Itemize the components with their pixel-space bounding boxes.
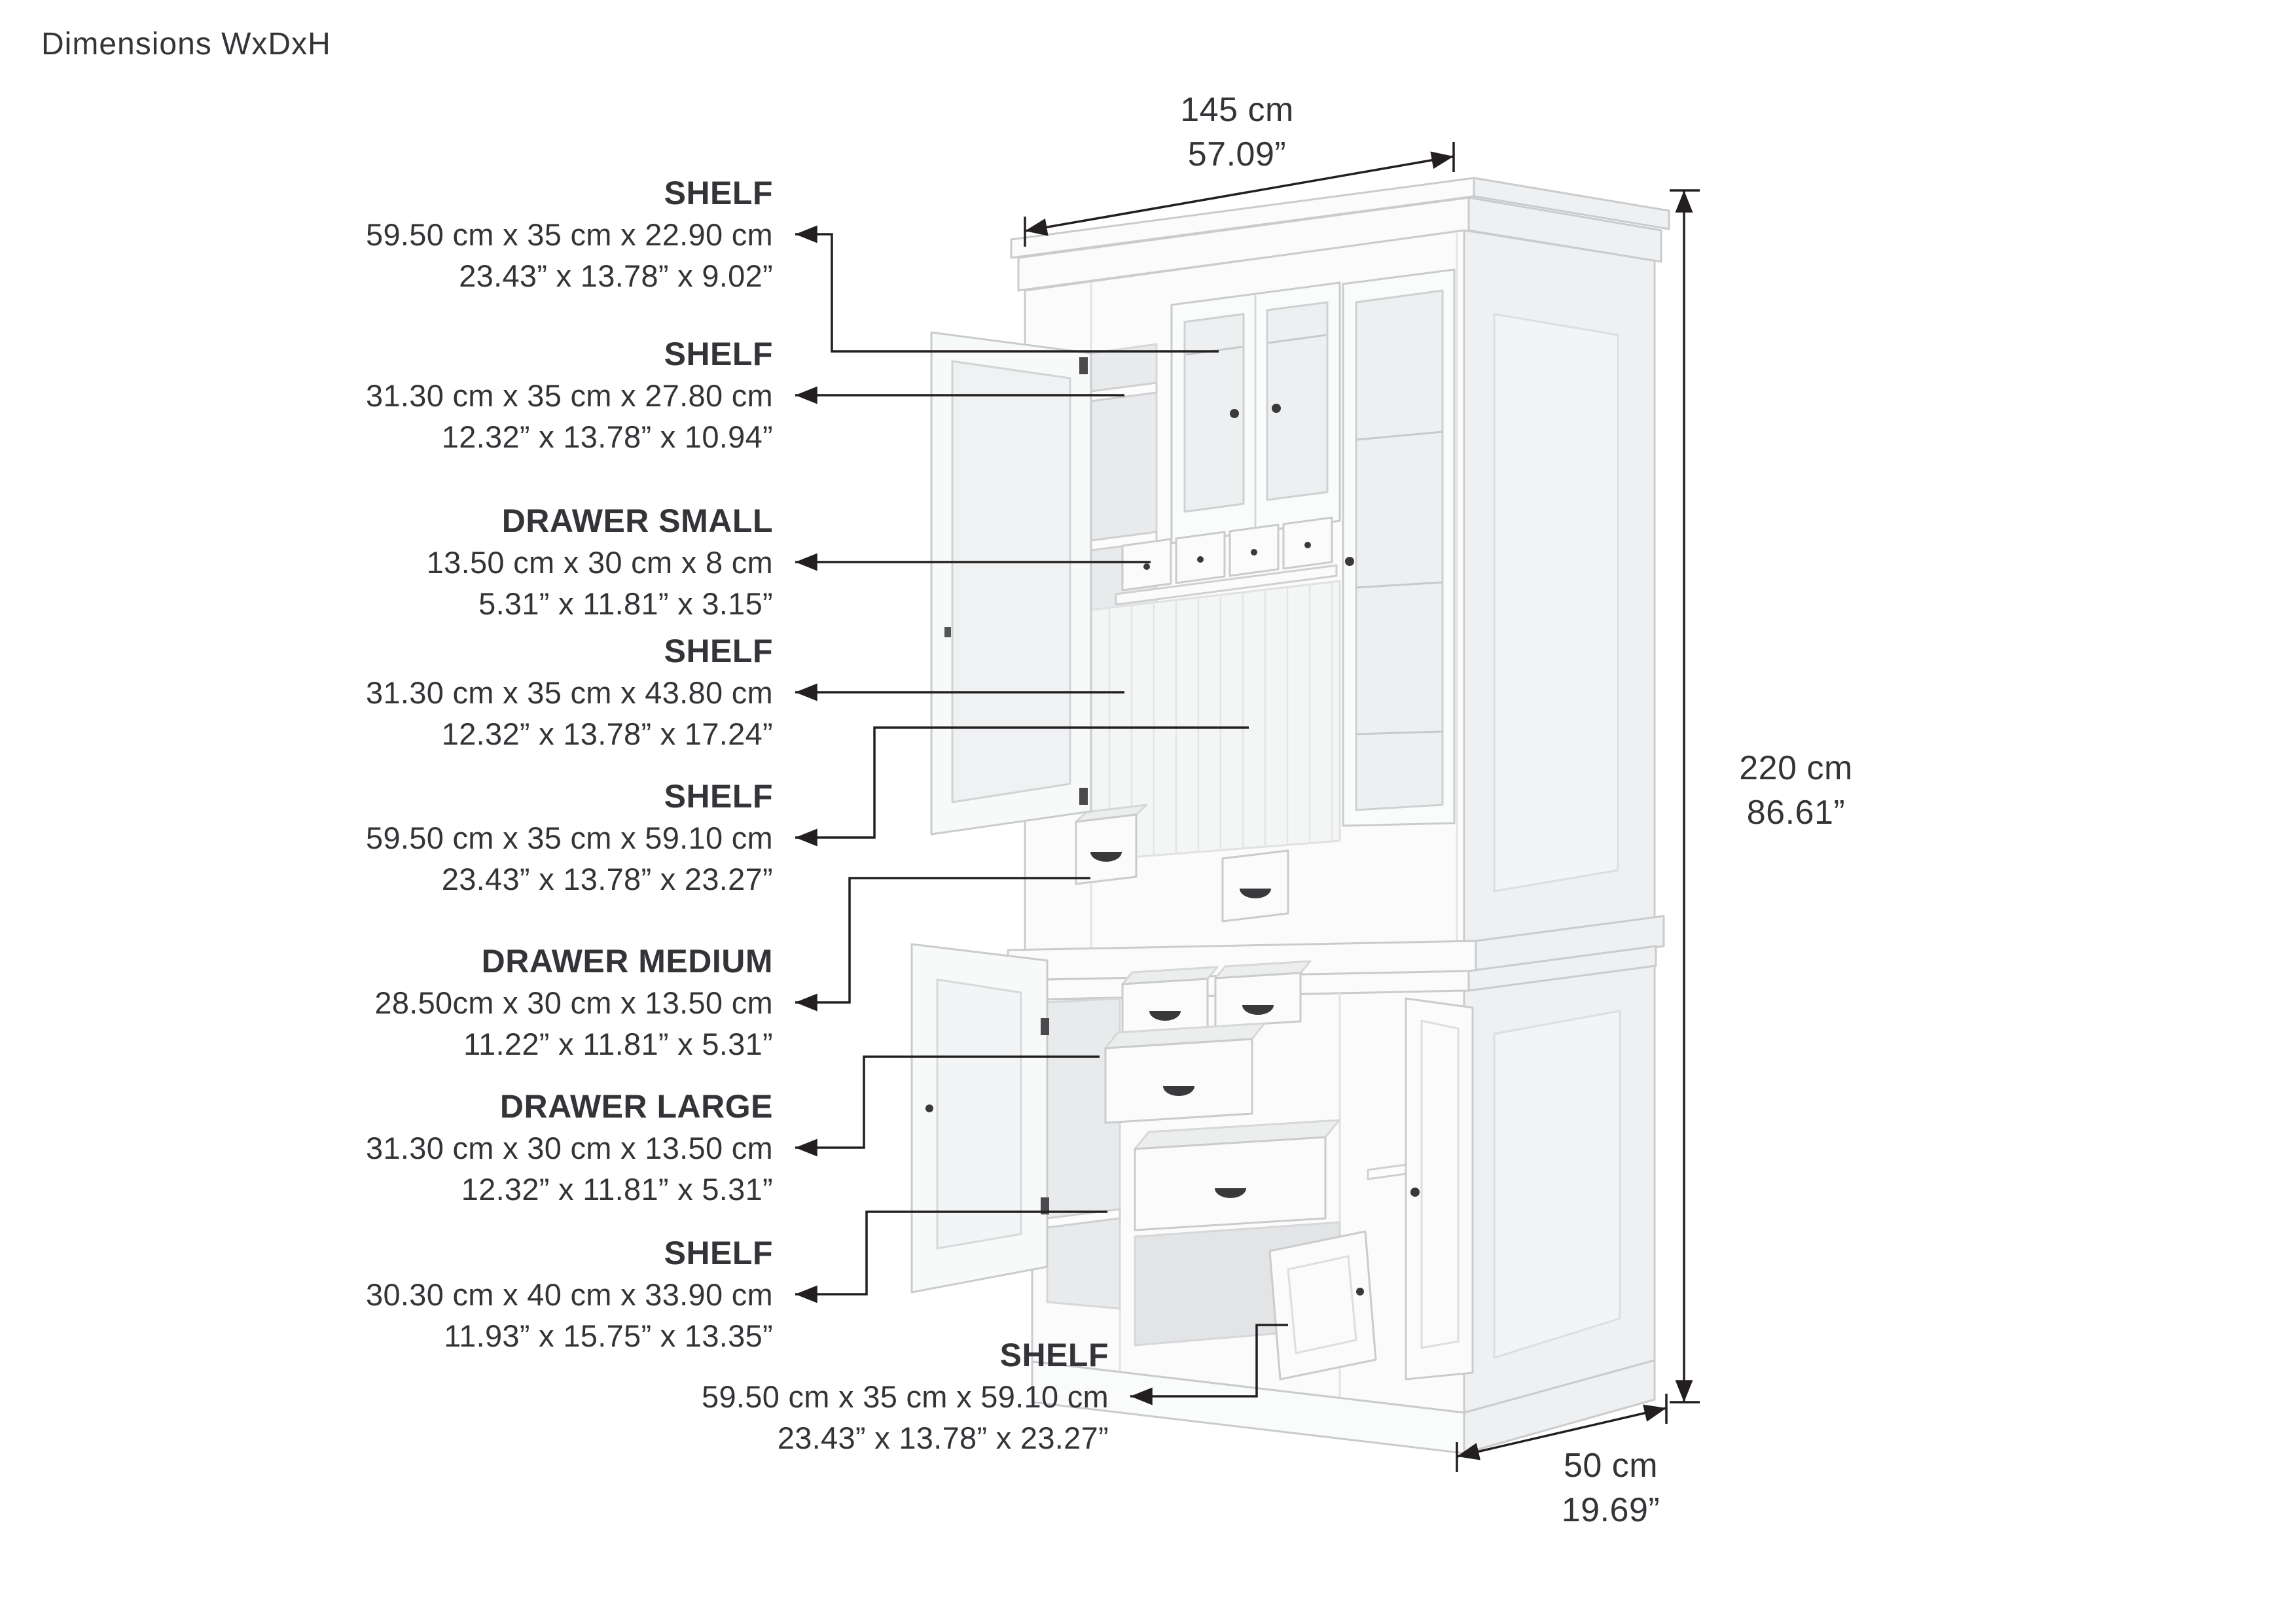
depth-metric: 50 cm [1563,1447,1659,1485]
cup-pull [1242,1005,1274,1015]
leader-drawer-medium [795,877,1090,1012]
part-label-drawer-medium: DRAWER MEDIUM 28.50cm x 30 cm x 13.50 cm… [118,941,773,1065]
part-imperial: 12.32” x 13.78” x 17.24” [441,716,773,751]
door-knob [1345,557,1354,566]
height-metric: 220 cm [1739,749,1853,787]
hinge [1041,1018,1049,1035]
door-knob [1230,409,1239,418]
buffet-drawer-stack [1104,960,1377,1381]
part-imperial: 12.32” x 11.81” x 5.31” [461,1172,773,1207]
cup-pull [1240,889,1271,898]
depth-dimension-arrow [1456,1404,1667,1460]
part-name: DRAWER SMALL [501,503,773,539]
part-imperial: 23.43” x 13.78” x 23.27” [777,1421,1109,1455]
drawer-large [1134,1136,1327,1231]
part-label-shelf-4: SHELF 31.30 cm x 35 cm x 43.80 cm 12.32”… [118,631,773,754]
hinge [1079,357,1088,374]
width-imperial: 57.09” [1187,135,1287,173]
part-metric: 31.30 cm x 30 cm x 13.50 cm [366,1131,773,1165]
part-label-shelf-1: SHELF 59.50 cm x 35 cm x 22.90 cm 23.43”… [118,173,773,296]
page-title: Dimensions WxDxH [41,27,331,62]
door-knob [1356,1288,1364,1296]
hutch-left-door-open [930,331,1092,836]
leader-drawer-large [795,1055,1100,1157]
part-name: SHELF [664,633,773,669]
cup-pull [1149,1011,1181,1021]
width-dimension-arrow [1024,151,1454,236]
door-knob [925,1104,933,1112]
part-name: DRAWER MEDIUM [481,943,773,980]
buffet-right-door [1367,997,1474,1381]
small-drawers-row [1115,516,1338,606]
hinge [1079,788,1088,805]
cup-pull [1215,1188,1246,1198]
width-metric: 145 cm [1180,91,1294,129]
part-name: SHELF [664,175,773,211]
leader-shelf-9 [1130,1324,1288,1405]
depth-imperial: 19.69” [1561,1491,1660,1529]
part-metric: 59.50 cm x 35 cm x 22.90 cm [366,217,773,252]
leader-shelf-8 [795,1210,1107,1303]
part-imperial: 12.32” x 13.78” x 10.94” [441,419,773,454]
part-label-shelf-5: SHELF 59.50 cm x 35 cm x 59.10 cm 23.43”… [118,776,773,900]
leader-shelf-1 [795,225,1219,353]
door-knob [1410,1188,1420,1197]
part-name: SHELF [664,778,773,815]
door-catch [944,627,951,637]
part-label-shelf-8: SHELF 30.30 cm x 40 cm x 33.90 cm 11.93”… [118,1233,773,1356]
part-label-drawer-small: DRAWER SMALL 13.50 cm x 30 cm x 8 cm 5.3… [118,501,773,624]
tilted-door [1268,1230,1377,1381]
door-knob [1272,404,1281,413]
overall-width-label: 145 cm 57.09” [1073,88,1401,177]
drawer-medium [1214,972,1302,1028]
height-imperial: 86.61” [1746,794,1846,832]
leader-shelf-5 [795,726,1249,847]
part-metric: 31.30 cm x 35 cm x 43.80 cm [366,675,773,710]
overall-depth-label: 50 cm 19.69” [1480,1443,1742,1532]
buffet-left-compartment [1046,997,1121,1310]
part-name: SHELF [999,1337,1109,1373]
overall-height-label: 220 cm 86.61” [1691,746,1901,835]
buffet-left-door-open [910,943,1049,1294]
part-metric: 30.30 cm x 40 cm x 33.90 cm [366,1277,773,1312]
hinge [1041,1197,1049,1214]
part-name: SHELF [664,1235,773,1271]
part-imperial: 11.22” x 11.81” x 5.31” [463,1027,773,1061]
hutch-cup-drawer-left [1075,803,1148,885]
part-label-drawer-large: DRAWER LARGE 31.30 cm x 30 cm x 13.50 cm… [118,1086,773,1210]
drawer-medium [1121,978,1209,1034]
part-name: DRAWER LARGE [499,1088,773,1125]
part-metric: 31.30 cm x 35 cm x 27.80 cm [366,378,773,413]
drawer-large [1104,1038,1253,1124]
cup-pull [1090,852,1122,862]
right-glass-door [1342,268,1456,827]
part-label-shelf-9: SHELF 59.50 cm x 35 cm x 59.10 cm 23.43”… [454,1335,1109,1458]
dimension-arrows [1024,142,1700,1472]
part-name: SHELF [664,336,773,372]
center-glass-cabinet [1170,281,1341,544]
cup-pull [1163,1086,1194,1096]
part-metric: 28.50cm x 30 cm x 13.50 cm [374,985,773,1020]
part-imperial: 23.43” x 13.78” x 23.27” [441,862,773,896]
part-imperial: 5.31” x 11.81” x 3.15” [478,586,773,621]
beadboard-niche [1090,580,1341,862]
leader-lines [795,225,1288,1405]
part-metric: 59.50 cm x 35 cm x 59.10 cm [366,821,773,855]
part-imperial: 23.43” x 13.78” x 9.02” [459,258,773,293]
hutch-cup-drawer-right [1221,849,1289,923]
part-label-shelf-2: SHELF 31.30 cm x 35 cm x 27.80 cm 12.32”… [118,334,773,457]
part-imperial: 11.93” x 15.75” x 13.35” [444,1318,773,1353]
part-metric: 59.50 cm x 35 cm x 59.10 cm [702,1379,1109,1414]
cabinet [910,177,1670,1455]
part-metric: 13.50 cm x 30 cm x 8 cm [426,545,773,580]
